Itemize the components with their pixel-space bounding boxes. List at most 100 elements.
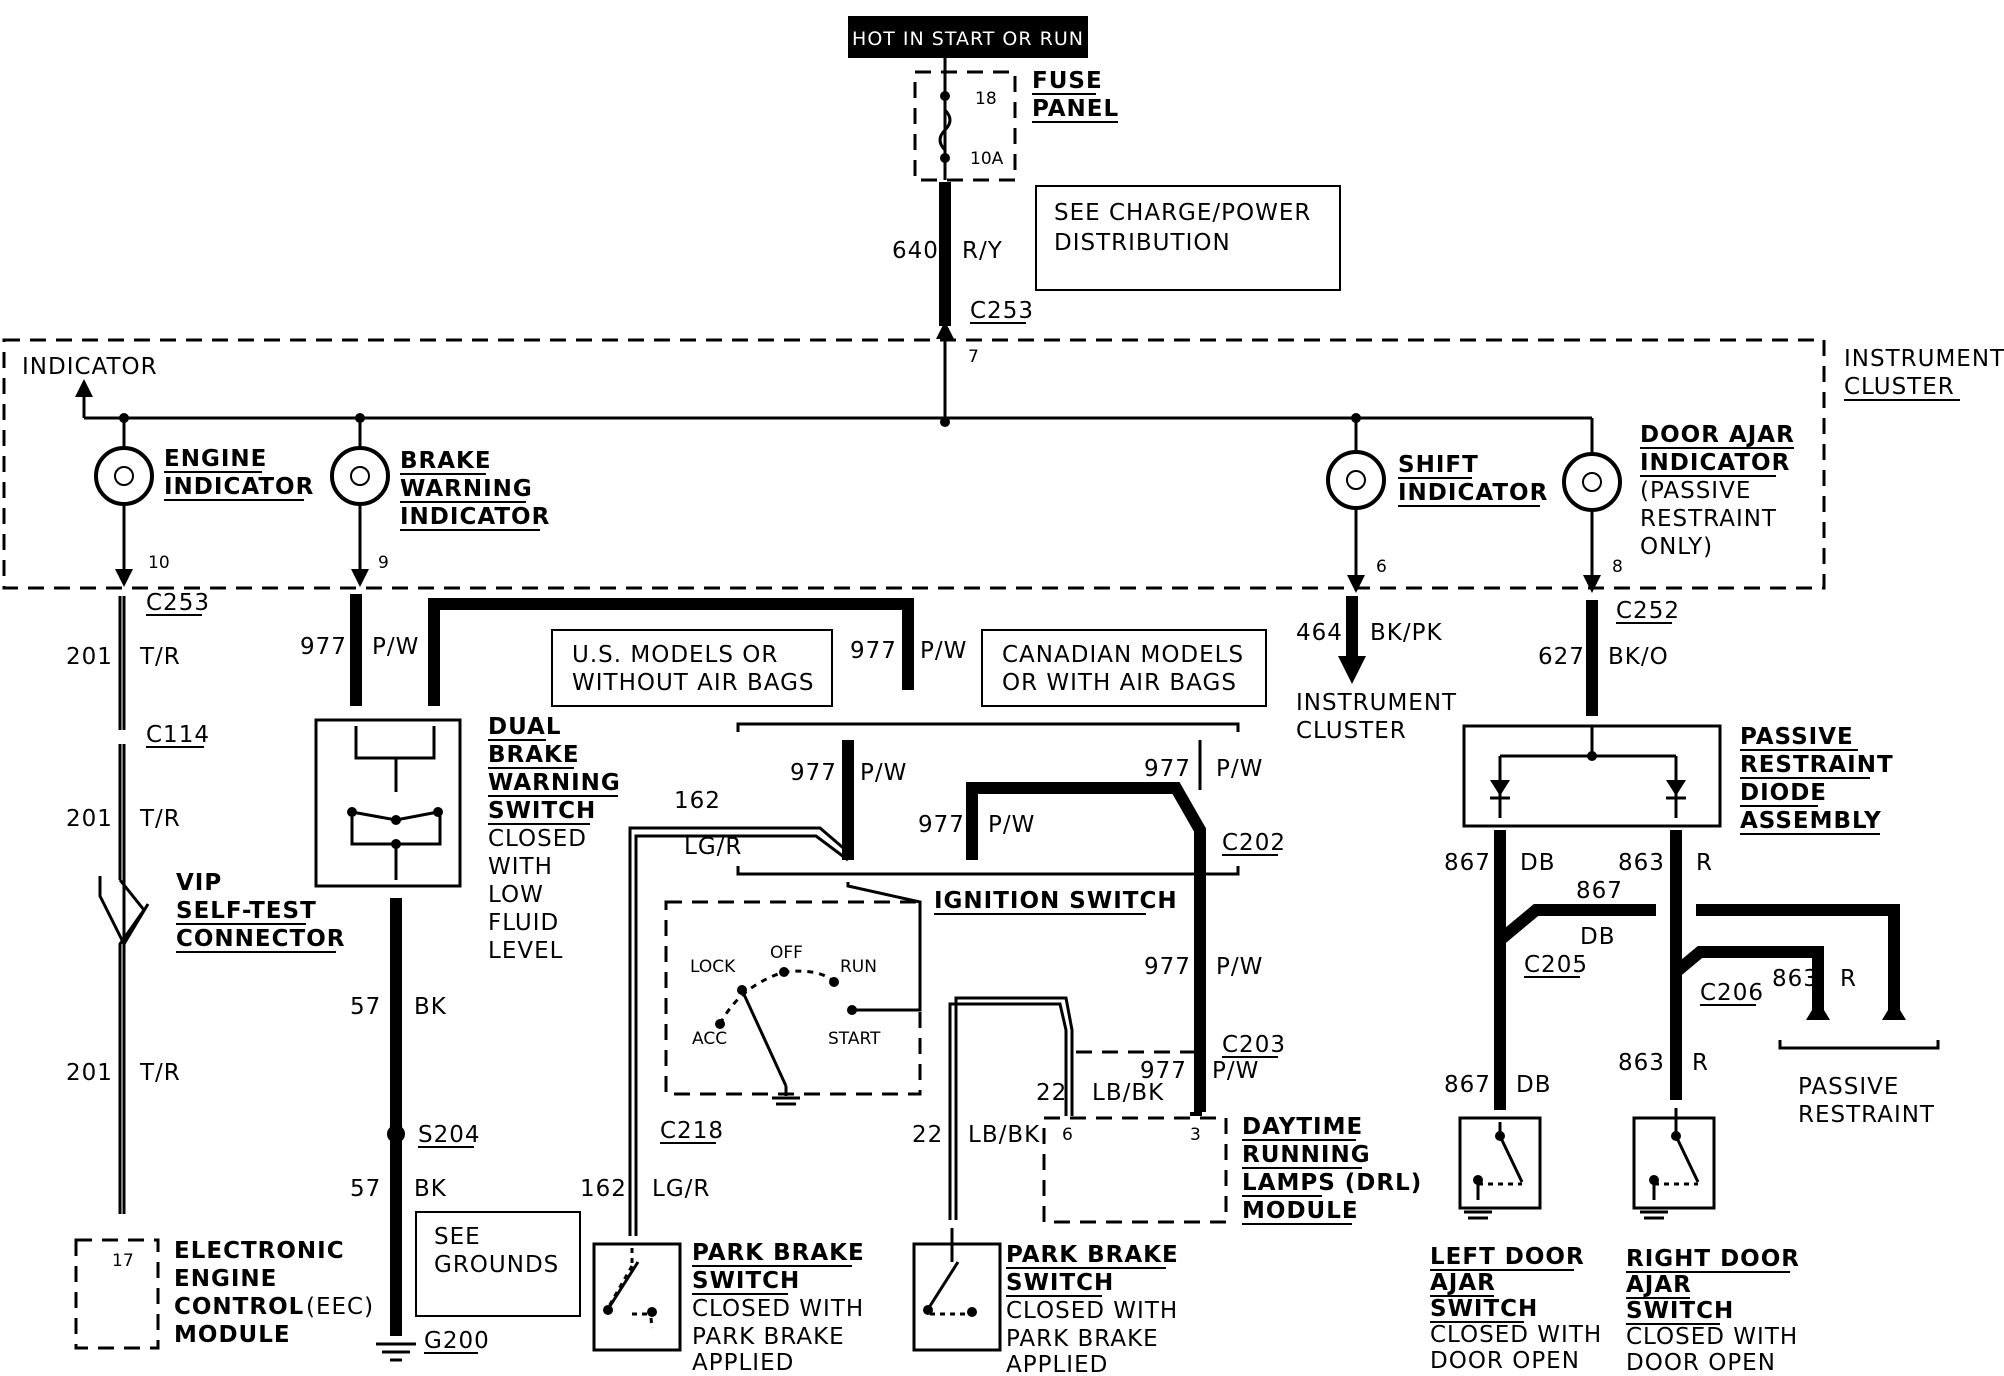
rds-2: AJAR [1626,1272,1692,1298]
see-charge-box [1035,185,1341,291]
dbs-7: LOW [488,882,544,908]
ign-title: IGNITION SWITCH [934,888,1178,914]
dbs-2: BRAKE [488,742,580,768]
ign-lock: LOCK [690,957,736,977]
rds-1: RIGHT DOOR [1626,1246,1800,1272]
park-left-5: APPLIED [692,1350,794,1376]
park-right-1: PARK BRAKE [1006,1242,1179,1268]
shift-circuit: 464 [1296,620,1343,646]
door-l-color: DB [1520,850,1556,876]
ground-icon [376,1342,416,1362]
right-door-ground-icon [1640,1210,1668,1220]
door-ind-3: (PASSIVE [1640,478,1751,504]
vip-2: SELF-TEST [176,898,317,924]
ign-color-c: P/W [988,812,1035,838]
dbs-3: WARNING [488,770,621,796]
ignition-switch-box [664,900,922,1096]
feed-connector: C253 [970,298,1034,324]
park-right-3: CLOSED WITH [1006,1298,1178,1324]
eng-color-3: T/R [139,1060,181,1086]
rds-4: CLOSED WITH [1626,1324,1798,1350]
park-left-4: PARK BRAKE [692,1324,845,1350]
shift-dest-2: CLUSTER [1296,718,1407,744]
pr-1: PASSIVE [1798,1074,1899,1100]
see-grounds-box [415,1211,581,1317]
lgr-circuit: 162 [674,788,721,814]
feed-circuit: 640 [892,238,939,264]
dual-brake-switch-box [314,718,462,888]
engine-pin: 10 [148,553,170,573]
brake-circuit-1: 977 [300,634,347,660]
park-left-3: CLOSED WITH [692,1296,864,1322]
pr-2: RESTRAINT [1798,1102,1935,1128]
fuse-rating: 10A [970,149,1004,169]
brake-color-3: BK [414,1176,447,1202]
door-l-circuit-c: 867 [1444,1072,1491,1098]
park-right-switch-box [912,1242,1002,1352]
eec-5: MODULE [174,1322,291,1348]
diode-2: RESTRAINT [1740,752,1894,778]
park-right-4: PARK BRAKE [1006,1326,1159,1352]
door-ind-4: RESTRAINT [1640,506,1777,532]
ignition-ground-icon [772,1096,800,1106]
drl-circuit-2: 977 [1140,1058,1187,1084]
shift-ind-2: INDICATOR [1398,480,1548,506]
lds-4: CLOSED WITH [1430,1322,1602,1348]
indicator-label: INDICATOR [22,354,158,380]
door-pin: 8 [1612,557,1623,577]
c206: C206 [1700,980,1764,1006]
ign-acc: ACC [692,1029,727,1049]
eec-pin: 17 [112,1251,134,1271]
lds-3: SWITCH [1430,1296,1538,1322]
shift-bulb-icon [1326,450,1386,510]
hot-label: HOT IN START OR RUN [852,28,1084,50]
lgr-color: LG/R [684,834,742,860]
eec-4: (EEC) [306,1294,374,1320]
drl-lb-circuit-2: 22 [912,1122,943,1148]
can-models-2: OR WITH AIR BAGS [1002,670,1237,696]
drl-pin-a: 6 [1062,1125,1073,1145]
dbs-8: FLUID [488,910,559,936]
door-r-color-c: R [1692,1050,1709,1076]
see-charge-line2: DISTRIBUTION [1054,230,1231,256]
drl-lb-circuit: 22 [1036,1080,1067,1106]
ground-label: G200 [424,1328,490,1354]
ign-off: OFF [770,943,803,963]
shift-ind-1: SHIFT [1398,452,1479,478]
park-left-switch-box [592,1242,682,1352]
ign-circuit-b: 977 [1144,756,1191,782]
drl-module-box [1042,1116,1228,1224]
door-color: BK/O [1608,644,1669,670]
drl-1: DAYTIME [1242,1114,1363,1140]
drl-4: MODULE [1242,1198,1359,1224]
engine-ind-2: INDICATOR [164,474,314,500]
cluster-title-2: CLUSTER [1844,374,1955,400]
dbs-4: SWITCH [488,798,596,824]
drl-2: RUNNING [1242,1142,1371,1168]
ign-start: START [828,1029,881,1049]
door-l-color-b: DB [1580,924,1616,950]
park-left-color: LG/R [652,1176,710,1202]
park-left-1: PARK BRAKE [692,1240,865,1266]
drl-color-1: P/W [1216,954,1263,980]
dbs-5: CLOSED [488,826,587,852]
feed-color: R/Y [962,238,1003,264]
door-r-circuit-b: 863 [1772,966,1819,992]
shift-dest-1: INSTRUMENT [1296,690,1457,716]
ign-color-a: P/W [860,760,907,786]
drl-lb-color-2: LB/BK [968,1122,1040,1148]
see-grounds-1: SEE [434,1224,481,1250]
door-ind-2: INDICATOR [1640,450,1790,476]
fuse-panel-title-1: FUSE [1032,68,1103,94]
drl-circuit-1: 977 [1144,954,1191,980]
door-bulb-icon [1562,452,1622,512]
door-r-color-b: R [1840,966,1857,992]
lds-2: AJAR [1430,1270,1496,1296]
eec-module-box [74,1238,160,1350]
drl-lb-color: LB/BK [1092,1080,1164,1106]
eng-color-1: T/R [139,644,181,670]
door-r-circuit-c: 863 [1618,1050,1665,1076]
park-right-5: APPLIED [1006,1352,1108,1376]
eng-circuit-2: 201 [66,806,113,832]
ign-circuit-a: 977 [790,760,837,786]
